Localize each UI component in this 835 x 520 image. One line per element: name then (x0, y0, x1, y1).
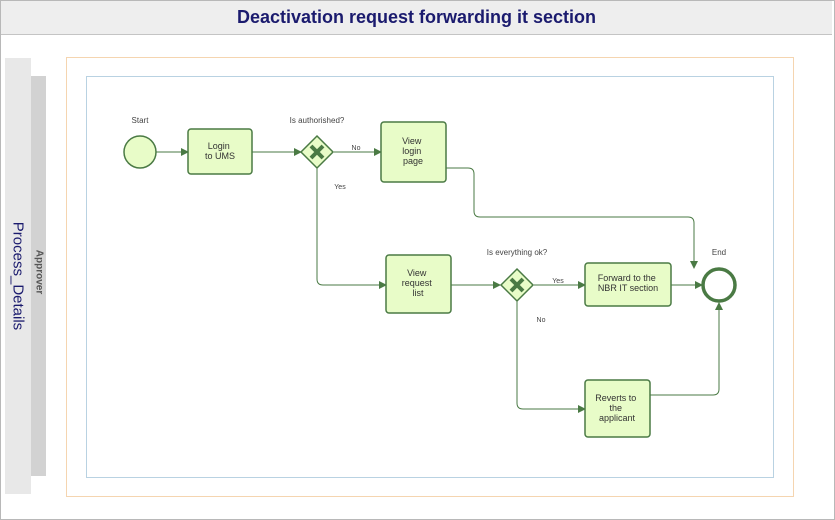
lane-header[interactable] (31, 76, 46, 476)
gateway-authorised[interactable] (299, 134, 335, 170)
svg-text:Reverts to the app: Reverts to the applicant (595, 393, 639, 423)
task-forward[interactable]: Forward to the NBR IT section (584, 262, 672, 307)
task-reverts-line: applicant (599, 413, 636, 423)
task-login[interactable]: Login to UMS (187, 128, 253, 175)
flow-view-login-to-end[interactable] (446, 167, 698, 269)
task-view-request-list-line: list (413, 288, 424, 298)
start-event-label: Start (132, 116, 150, 125)
flow-label-ok-yes: Yes (552, 278, 564, 285)
task-view-login-page[interactable]: View login page (380, 121, 447, 183)
svg-text:View request list: View request list (402, 268, 435, 298)
lane-boundary (86, 76, 774, 478)
task-forward-line: NBR IT section (598, 283, 658, 293)
pool-boundary (66, 57, 794, 497)
gateway-everything-ok[interactable] (499, 267, 535, 303)
gateway-authorised-question: Is authorished? (290, 116, 345, 125)
flow-label-authorised-no: No (352, 145, 361, 152)
start-event[interactable] (123, 135, 157, 169)
task-view-request-list-line: request (402, 278, 433, 288)
svg-text:View login page: View login page (402, 136, 424, 166)
diagram-title: Deactivation request forwarding it secti… (236, 7, 597, 27)
flow-gateway-yes-to-view-list[interactable] (316, 168, 387, 289)
flow-reverts-to-end[interactable] (650, 302, 723, 396)
task-login-line: Login (208, 141, 230, 151)
pool-header[interactable] (5, 58, 31, 494)
flow-gateway-no-to-reverts[interactable] (516, 301, 586, 413)
exclusive-x-icon (509, 277, 525, 293)
task-login-line: to UMS (205, 151, 235, 161)
task-forward-line: Forward to the (598, 273, 656, 283)
task-reverts-line: the (609, 403, 622, 413)
exclusive-x-icon (309, 144, 325, 160)
task-view-request-list[interactable]: View request list (385, 254, 452, 314)
flow-label-ok-no: No (537, 317, 546, 324)
svg-text:Forward to the NBR IT se: Forward to the NBR IT section (598, 273, 659, 293)
task-reverts[interactable]: Reverts to the applicant (584, 379, 651, 438)
task-view-request-list-line: View (407, 268, 427, 278)
task-view-login-page-line: page (403, 156, 423, 166)
task-view-login-page-line: login (402, 146, 421, 156)
end-event[interactable] (701, 267, 737, 303)
flow-label-authorised-yes: Yes (334, 184, 346, 191)
end-event-label: End (712, 248, 726, 257)
svg-text:Login to UMS: Login to UMS (205, 141, 235, 161)
title-bar: Deactivation request forwarding it secti… (1, 1, 832, 35)
gateway-everything-ok-question: Is everything ok? (487, 248, 548, 257)
task-view-login-page-line: View (402, 136, 422, 146)
task-reverts-line: Reverts to (595, 393, 636, 403)
